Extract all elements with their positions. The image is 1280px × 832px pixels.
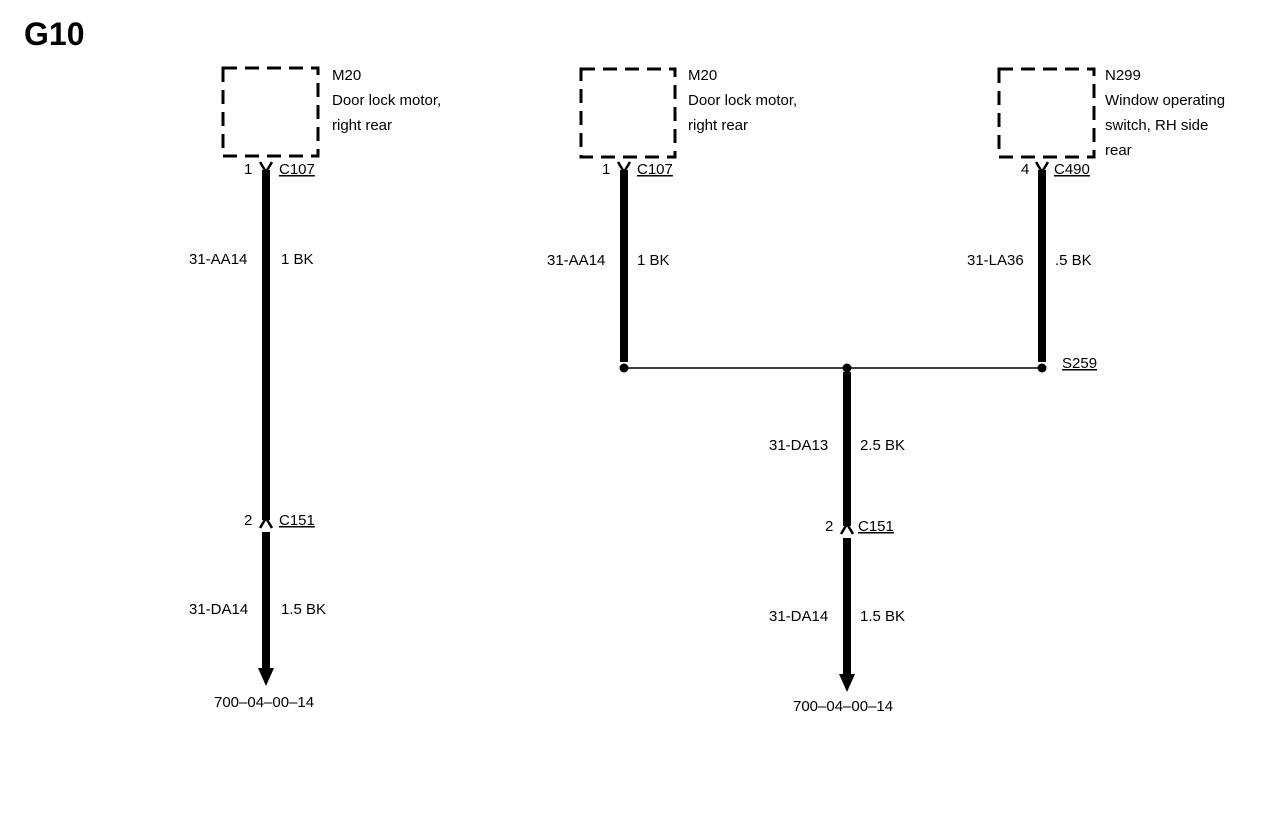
- connector-arrow: [258, 515, 274, 529]
- component-name-line: Window operating: [1105, 92, 1225, 109]
- component-box-m20-middle: [579, 67, 677, 159]
- component-name-line: right rear: [688, 117, 748, 134]
- splice-node: [1037, 363, 1047, 373]
- component-name-line: right rear: [332, 117, 392, 134]
- connector-label: C151: [279, 512, 315, 529]
- circuit-label: 31-LA36: [967, 252, 1024, 269]
- circuit-label: 31-AA14: [189, 251, 247, 268]
- ground-reference: 700–04–00–14: [793, 698, 893, 715]
- component-name-line: Door lock motor,: [688, 92, 797, 109]
- component-name-line: Door lock motor,: [332, 92, 441, 109]
- page-title: G10: [24, 16, 85, 52]
- circuit-label: 31-DA14: [769, 608, 828, 625]
- pin-number: 1: [602, 161, 610, 178]
- wire-size-label: 1 BK: [281, 251, 314, 268]
- circuit-label: 31-AA14: [547, 252, 605, 269]
- component-id: M20: [332, 67, 361, 84]
- ground-reference: 700–04–00–14: [214, 694, 314, 711]
- pin-number: 1: [244, 161, 252, 178]
- wire-size-label: 1.5 BK: [281, 601, 326, 618]
- component-id: N299: [1105, 67, 1141, 84]
- splice-node: [619, 363, 629, 373]
- pin-number: 2: [244, 512, 252, 529]
- connector-label: C107: [637, 161, 673, 178]
- component-box-m20-left: [221, 66, 320, 158]
- ground-arrow-icon: [258, 668, 274, 686]
- wire-size-label: 1 BK: [637, 252, 670, 269]
- pin-number: 4: [1021, 161, 1029, 178]
- circuit-label: 31-DA14: [189, 601, 248, 618]
- component-box-n299: [997, 67, 1096, 159]
- connector-arrow: [839, 521, 855, 535]
- ground-arrow-icon: [839, 674, 855, 692]
- wire-size-label: .5 BK: [1055, 252, 1092, 269]
- connector-label: C107: [279, 161, 315, 178]
- connector-label: C151: [858, 518, 894, 535]
- wire-size-label: 2.5 BK: [860, 437, 905, 454]
- pin-number: 2: [825, 518, 833, 535]
- wire-size-label: 1.5 BK: [860, 608, 905, 625]
- splice-label: S259: [1062, 355, 1097, 372]
- connector-label: C490: [1054, 161, 1090, 178]
- circuit-label: 31-DA13: [769, 437, 828, 454]
- splice-node: [842, 363, 852, 373]
- component-name-line: rear: [1105, 142, 1132, 159]
- component-id: M20: [688, 67, 717, 84]
- component-name-line: switch, RH side: [1105, 117, 1208, 134]
